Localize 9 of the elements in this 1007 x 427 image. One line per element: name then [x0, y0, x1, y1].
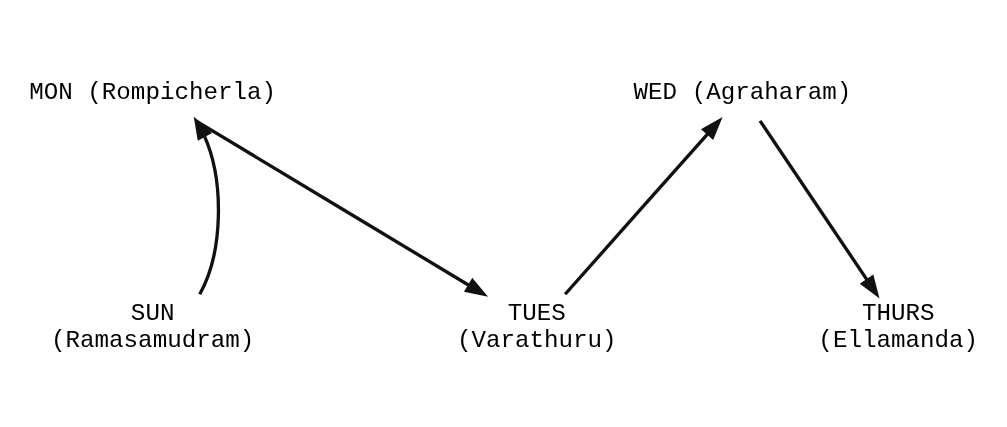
node-text: THURS (Ellamanda)	[818, 299, 979, 355]
arrow	[758, 119, 880, 299]
node-text: TUES (Varathuru)	[456, 299, 617, 355]
node-text: SUN (Ramasamudram)	[51, 299, 255, 355]
node-text: WED (Agraharam)	[633, 79, 852, 107]
arrow	[195, 119, 489, 297]
node-text: MON (Rompicherla)	[29, 79, 277, 107]
arrow	[193, 116, 220, 295]
arrow	[563, 117, 723, 296]
